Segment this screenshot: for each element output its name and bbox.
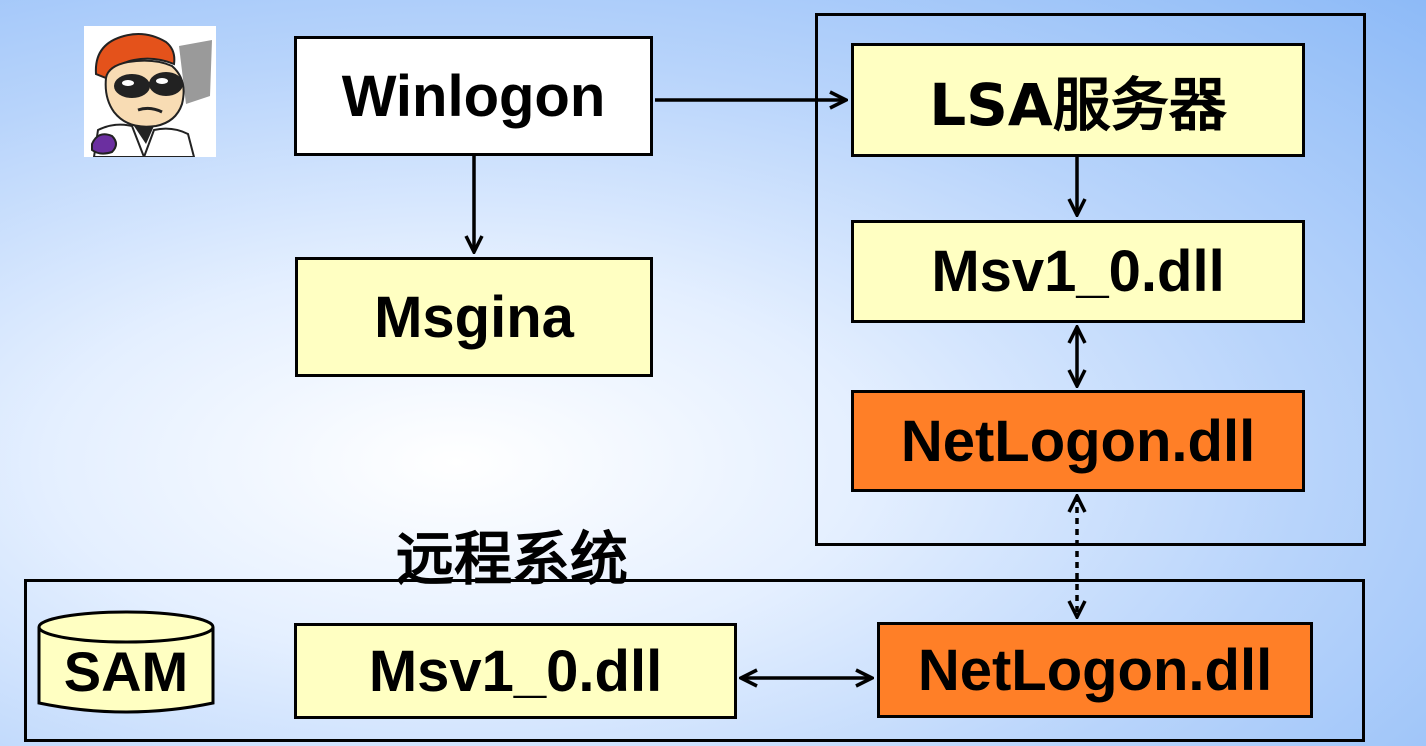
netlogon-local-box: NetLogon.dll	[851, 390, 1305, 492]
msv1-0-local-box: Msv1_0.dll	[851, 220, 1305, 323]
cartoon-scientist-icon	[84, 26, 216, 158]
netlogon-remote-box: NetLogon.dll	[877, 622, 1313, 718]
remote-system-frame	[24, 579, 1365, 742]
remote-system-label: 远程系统	[396, 525, 629, 593]
winlogon-box: Winlogon	[294, 36, 653, 156]
msv1-0-remote-box: Msv1_0.dll	[294, 623, 737, 719]
sam-label: SAM	[63, 640, 189, 703]
lsa-process-frame	[815, 13, 1366, 546]
sam-database-icon: SAM	[36, 609, 216, 721]
msgina-box: Msgina	[295, 257, 653, 377]
lsa-server-box: LSA服务器	[851, 43, 1305, 157]
